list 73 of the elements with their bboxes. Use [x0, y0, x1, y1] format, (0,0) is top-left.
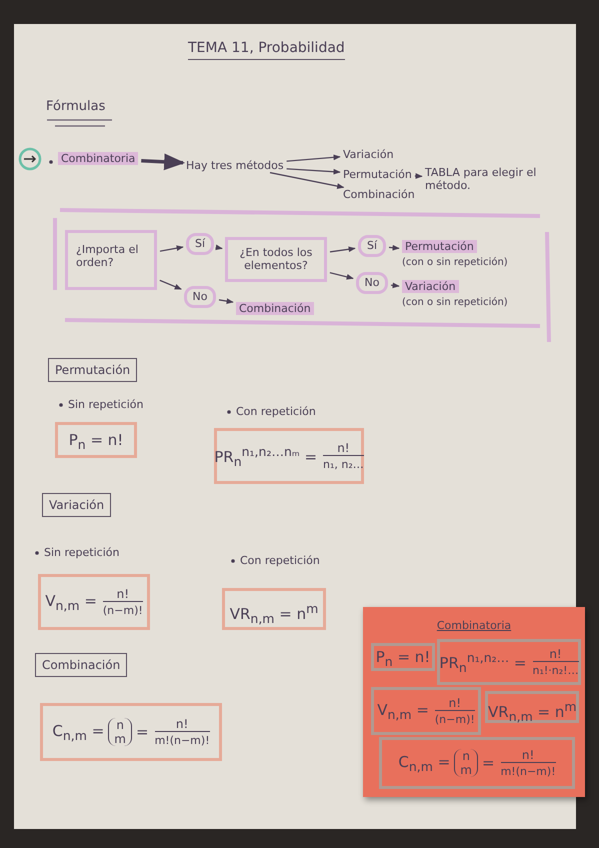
- formula-box: [40, 703, 222, 761]
- arrow: [215, 244, 223, 250]
- case-label: Sin repetición: [68, 398, 144, 411]
- formula-box: [371, 687, 481, 735]
- arrow: [390, 282, 400, 288]
- formula-box: [214, 428, 364, 484]
- formula-box: [437, 639, 581, 685]
- formula-box: [379, 737, 575, 789]
- formula-text: C$_{n,m}$ =: [398, 752, 450, 774]
- formula-box: VR$_{n,m}$ = n$^{m}$: [485, 691, 579, 723]
- formula-text: V$_{n,m}$ =: [377, 700, 429, 722]
- case-label: Con repetición: [240, 554, 320, 567]
- formula-box: [38, 574, 150, 630]
- numerator: n!: [500, 748, 556, 763]
- arrow: [141, 153, 186, 170]
- arrow: [218, 298, 234, 304]
- section-heading-box: Variación: [42, 493, 112, 517]
- flow-text: Hay tres métodos: [186, 159, 284, 172]
- arrow: [330, 246, 356, 252]
- method-text: Permutación: [343, 168, 412, 181]
- numerator: n!: [102, 587, 143, 602]
- formula-box: P$_{n}$ = n!: [55, 422, 137, 458]
- formula-text: =: [136, 723, 149, 741]
- numerator: n!: [532, 647, 579, 662]
- topic-text: Combinatoria: [58, 152, 138, 165]
- result-text: Permutación: [402, 240, 477, 253]
- case-label: Sin repetición: [44, 546, 120, 559]
- note-text: (con o sin repetición): [402, 256, 508, 269]
- binomial: n m: [108, 718, 132, 746]
- section-heading-box: Permutación: [48, 358, 138, 382]
- method-text: Variación: [343, 148, 394, 161]
- note-text: TABLA para elegir el método.: [425, 166, 555, 192]
- denominator: n₁!·n₂!…: [532, 663, 579, 677]
- section-heading: Fórmulas: [46, 100, 106, 113]
- denominator: n₁, n₂…: [323, 457, 364, 471]
- formula-box: P$_{n}$ = n!: [371, 643, 435, 671]
- note-text: (con o sin repetición): [402, 296, 508, 309]
- formula-box: VR$_{n,m}$ = n$^{m}$: [222, 588, 326, 630]
- denominator: m!(n−m)!: [500, 764, 556, 778]
- arrow: [160, 280, 182, 290]
- arrow: [286, 168, 341, 175]
- formula-text: PR$_{n}$$^{n₁,n₂…nₘ}$ =: [214, 444, 318, 468]
- answer-bubble: Sí: [186, 233, 214, 255]
- question-box: ¿En todos los elementos?: [225, 237, 327, 282]
- numerator: n!: [323, 441, 364, 456]
- answer-bubble: Sí: [358, 235, 386, 257]
- arrow: [270, 172, 344, 189]
- numerator: n!: [434, 696, 475, 711]
- numerator: n!: [154, 717, 210, 732]
- formula-text: PR$_{n}$$^{n₁,n₂…}$ =: [439, 650, 526, 674]
- method-text: Combinación: [343, 188, 415, 201]
- answer-bubble: No: [184, 286, 216, 308]
- question-box: ¿Importa el orden?: [65, 230, 157, 290]
- arrow: [160, 245, 184, 252]
- note-heading: Combinatoria: [436, 619, 512, 632]
- arrow: [286, 154, 341, 162]
- binomial: n m: [454, 749, 478, 777]
- answer-bubble: No: [356, 272, 388, 294]
- denominator: m!(n−m)!: [154, 733, 210, 747]
- arrow: [414, 173, 423, 179]
- case-label: Con repetición: [236, 405, 316, 418]
- arrow: [388, 244, 400, 251]
- result-text: Variación: [402, 280, 459, 293]
- sticky-note: [363, 607, 585, 797]
- formula-text: C$_{n,m}$ =: [52, 722, 104, 742]
- result-text: Combinación: [236, 302, 314, 315]
- denominator: (n−m)!: [102, 603, 143, 617]
- denominator: (n−m)!: [434, 712, 475, 726]
- formula-text: =: [482, 754, 495, 772]
- section-heading-box: Combinación: [35, 653, 128, 677]
- formula-text: V$_{n,m}$ =: [45, 592, 97, 612]
- arrow: [330, 272, 354, 280]
- page-title: TEMA 11, Probabilidad: [188, 42, 345, 60]
